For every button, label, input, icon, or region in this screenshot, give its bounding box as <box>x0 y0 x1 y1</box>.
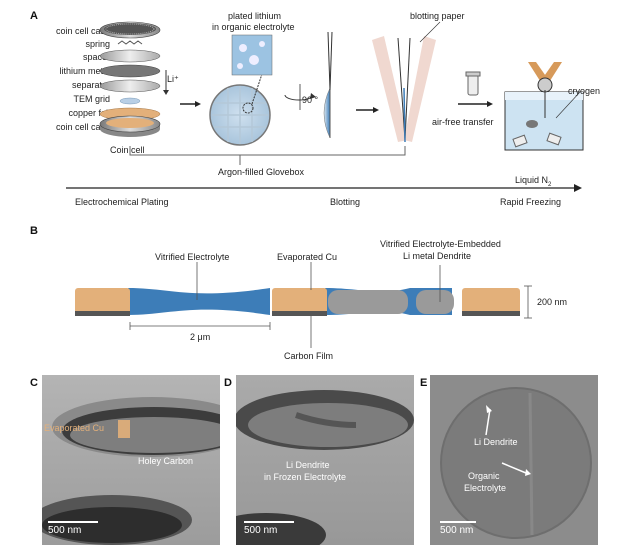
stack-label: separator <box>71 80 110 90</box>
length-label: 2 μm <box>190 332 211 342</box>
carbon-film-label: Carbon Film <box>284 351 334 361</box>
scale-label-e: 500 nm <box>440 525 474 536</box>
li-dendrite-annotation: Li Dendrite <box>474 437 518 447</box>
panel-label-b: B <box>30 225 38 237</box>
stack-label: copper foil <box>68 108 110 118</box>
blotting-papers <box>372 21 441 143</box>
stack-label: TEM grid <box>73 94 110 104</box>
evaporated-cu-annotation: Evaporated Cu <box>44 423 105 433</box>
coin-cell-assembly-diagram <box>66 21 584 192</box>
embedded-dendrite-label-1: Vitrified Electrolyte-Embedded <box>380 239 501 249</box>
stack-label: lithium metal <box>59 66 110 76</box>
panel-label-c: C <box>30 377 38 389</box>
rotation-step <box>284 31 379 139</box>
cryogen-bath <box>504 62 584 151</box>
coin-cell-label: Coin cell <box>110 145 145 155</box>
rotation-label: 90 ° <box>302 95 319 105</box>
liquid-n2-label: Liquid N2 <box>515 175 552 188</box>
sem-image-c: Evaporated Cu Holey Carbon 500 nm <box>42 375 220 545</box>
embedded-dendrite-label-2: Li metal Dendrite <box>403 251 472 261</box>
glovebox-label: Argon-filled Glovebox <box>218 167 305 177</box>
panel-label-e: E <box>420 377 428 389</box>
scale-label-c: 500 nm <box>48 525 82 536</box>
air-free-transfer-label: air-free transfer <box>432 117 494 127</box>
scale-bar-d <box>244 521 294 523</box>
stack-label: spacer <box>82 52 110 62</box>
organic-annotation-2: Electrolyte <box>464 483 507 493</box>
organic-electrolyte-label: in organic electrolyte <box>212 22 295 32</box>
stack-label: coin cell case <box>55 122 110 132</box>
evaporated-cu-label: Evaporated Cu <box>277 252 338 262</box>
panel-label-d: D <box>224 377 232 389</box>
scale-label-d: 500 nm <box>244 525 278 536</box>
step-freezing: Rapid Freezing <box>500 197 562 207</box>
organic-annotation-1: Organic <box>468 471 500 481</box>
coin-cell-stack <box>99 21 161 137</box>
thickness-label: 200 nm <box>537 297 568 307</box>
scale-bar-c <box>48 521 98 523</box>
li-ion-label: Li⁺ <box>167 74 179 84</box>
step-plating: Electrochemical Plating <box>75 197 169 207</box>
transfer-tube <box>458 71 493 107</box>
step-blotting: Blotting <box>330 197 361 207</box>
tem-grid <box>209 73 271 146</box>
blotting-paper-label: blotting paper <box>410 11 465 21</box>
cross-section-schematic <box>75 262 532 348</box>
stack-label: spring <box>85 39 110 49</box>
tem-image-e: Li Dendrite Organic Electrolyte 500 nm <box>430 375 598 545</box>
vitrified-electrolyte-label: Vitrified Electrolyte <box>155 252 230 262</box>
stack-label: coin cell case <box>55 26 110 36</box>
plated-lithium-label: plated lithium <box>228 11 282 21</box>
li-dendrite-annotation-1: Li Dendrite <box>286 460 330 470</box>
panel-label-a: A <box>30 10 38 22</box>
cryogen-label: cryogen <box>568 86 601 96</box>
plated-lithium-inset <box>231 34 273 76</box>
holey-carbon-annotation: Holey Carbon <box>138 456 194 466</box>
scale-bar-e <box>440 521 476 523</box>
li-dendrite-annotation-2: in Frozen Electrolyte <box>264 472 347 482</box>
sem-image-d: Li Dendrite in Frozen Electrolyte 500 nm <box>236 375 414 545</box>
